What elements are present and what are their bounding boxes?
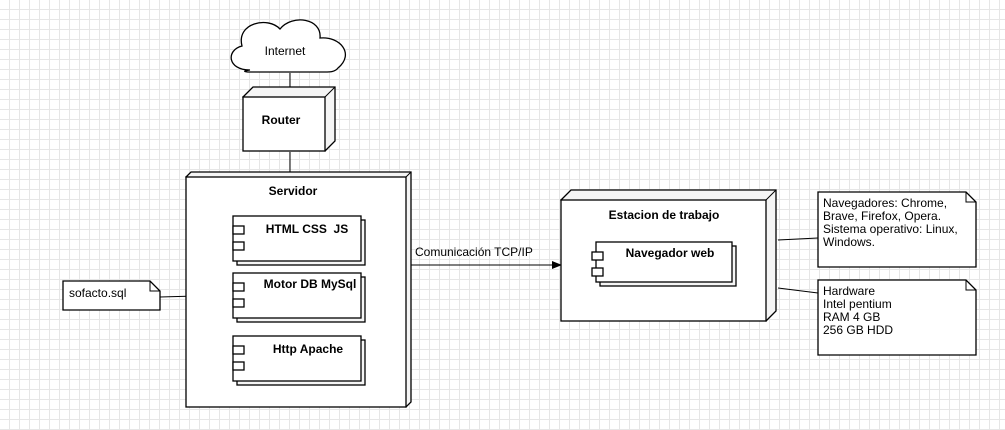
servidor-label: Servidor bbox=[269, 184, 318, 198]
note-software-line: Brave, Firefox, Opera. bbox=[823, 209, 941, 223]
note-hardware-line: 256 GB HDD bbox=[823, 323, 893, 337]
note-software-line: Sistema operativo: Linux, bbox=[823, 222, 958, 236]
component-navegador-label: Navegador web bbox=[626, 246, 715, 260]
note-software[interactable]: Navegadores: Chrome, Brave, Firefox, Ope… bbox=[817, 191, 977, 268]
component-html[interactable]: HTML CSS JS bbox=[232, 215, 366, 266]
component-html-label: HTML CSS JS bbox=[266, 222, 348, 236]
note-hardware[interactable]: Hardware Intel pentium RAM 4 GB 256 GB H… bbox=[817, 279, 977, 356]
internet-cloud[interactable]: Internet bbox=[230, 19, 346, 73]
note-sql[interactable]: sofacto.sql bbox=[62, 280, 161, 311]
internet-label: Internet bbox=[265, 44, 306, 58]
note-hardware-text: Hardware Intel pentium RAM 4 GB 256 GB H… bbox=[823, 284, 895, 337]
note1-link bbox=[777, 237, 819, 241]
component-apache[interactable]: Http Apache bbox=[232, 335, 366, 386]
router-node[interactable]: Router bbox=[241, 86, 336, 152]
component-navegador[interactable]: Navegador web bbox=[591, 241, 737, 287]
note-software-line: Windows. bbox=[823, 235, 875, 249]
component-apache-label: Http Apache bbox=[273, 342, 344, 356]
note-software-text: Navegadores: Chrome, Brave, Firefox, Ope… bbox=[823, 196, 961, 249]
note-sql-label: sofacto.sql bbox=[69, 286, 126, 300]
connection-label: Comunicación TCP/IP bbox=[415, 245, 533, 259]
estacion-label: Estacion de trabajo bbox=[609, 208, 720, 222]
note-hardware-line: Hardware bbox=[823, 284, 875, 298]
component-motor-db[interactable]: Motor DB MySql bbox=[232, 272, 366, 323]
note-software-line: Navegadores: Chrome, bbox=[823, 196, 947, 210]
component-motor-db-label: Motor DB MySql bbox=[264, 277, 357, 291]
note-hardware-line: Intel pentium bbox=[823, 297, 892, 311]
note2-link bbox=[777, 287, 819, 294]
router-label: Router bbox=[262, 113, 301, 127]
note-hardware-line: RAM 4 GB bbox=[823, 310, 880, 324]
